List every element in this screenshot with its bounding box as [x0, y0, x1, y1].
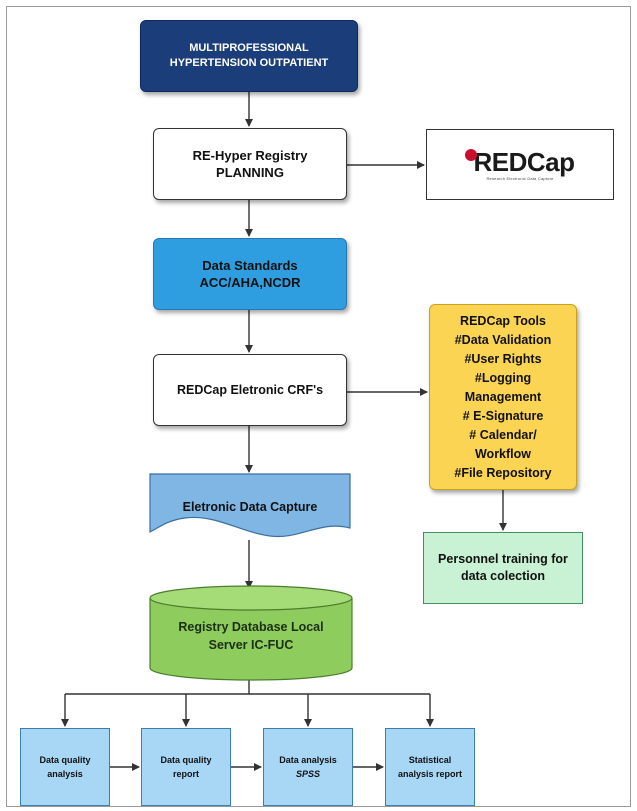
node-redcap-tools: REDCap Tools #Data Validation #User Righ…: [429, 304, 577, 490]
diagram-frame: [6, 6, 631, 807]
node-electronic-crfs: REDCap Eletronic CRF's: [153, 354, 347, 426]
redcap-logo-tagline: Research Electronic Data Capture: [486, 175, 554, 181]
redcap-logo: REDCap Research Electronic Data Capture: [465, 146, 575, 181]
node-redcap-logo: REDCap Research Electronic Data Capture: [426, 129, 614, 200]
node-multiprofessional-outpatient: MULTIPROFESSIONAL HYPERTENSION OUTPATIEN…: [140, 20, 358, 92]
node-registry-database: Registry Database Local Server IC-FUC: [178, 620, 324, 652]
node-registry-planning: RE-Hyper Registry PLANNING: [153, 128, 347, 200]
node-data-quality-report: Data quality report: [141, 728, 231, 806]
data-analysis-software: SPSS: [295, 769, 320, 779]
node-statistical-analysis-report: Statistical analysis report: [385, 728, 475, 806]
node-electronic-data-capture: Eletronic Data Capture: [182, 500, 318, 514]
capture-document-shape: [149, 473, 351, 538]
node-data-standards: Data Standards ACC/AHA,NCDR: [153, 238, 347, 310]
database-cylinder-shape: [149, 585, 353, 681]
node-personnel-training: Personnel training for data colection: [423, 532, 583, 604]
node-data-analysis: Data analysis SPSS: [263, 728, 353, 806]
redcap-bulb-icon: [465, 148, 478, 161]
redcap-logo-word: REDCap: [473, 146, 575, 177]
node-data-quality-analysis: Data quality analysis: [20, 728, 110, 806]
data-analysis-title: Data analysis: [279, 755, 337, 765]
